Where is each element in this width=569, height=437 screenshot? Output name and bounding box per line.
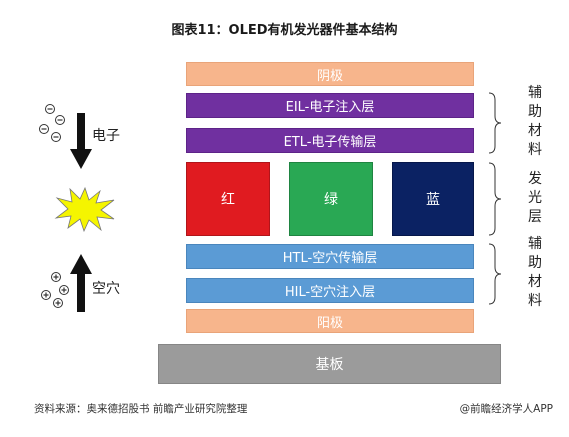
electron-symbols (39, 104, 65, 142)
source-note: 资料来源：奥来德招股书 前瞻产业研究院整理 (34, 403, 248, 415)
side-label-middle: 发光层 (528, 171, 542, 225)
substrate-layer: 基板 (158, 344, 501, 384)
brand-credit: @前瞻经济学人APP (459, 403, 553, 415)
cathode-layer: 阴极 (186, 62, 474, 86)
up-arrow-icon (70, 254, 92, 312)
brace-bottom (488, 243, 502, 305)
side-label-bottom: 辅助材料 (528, 236, 542, 309)
electron-label: 电子 (92, 128, 120, 144)
emit-red-label: 红 (221, 192, 235, 208)
anode-label: 阳极 (316, 315, 343, 331)
hil-layer: HIL-空穴注入层 (186, 278, 474, 303)
hole-label: 空穴 (92, 281, 120, 297)
watermark (12, 90, 37, 120)
cathode-label: 阴极 (316, 68, 343, 84)
etl-layer: ETL-电子传输层 (186, 128, 474, 153)
emit-green-block: 绿 (289, 162, 373, 236)
brace-top (488, 92, 502, 154)
substrate-label: 基板 (315, 357, 344, 373)
down-arrow-icon (70, 113, 92, 169)
htl-layer: HTL-空穴传输层 (186, 244, 474, 269)
hole-symbols (41, 272, 69, 308)
eil-layer: EIL-电子注入层 (186, 93, 474, 118)
etl-label: ETL-电子传输层 (283, 135, 377, 150)
emit-red-block: 红 (186, 162, 270, 236)
emit-green-label: 绿 (324, 192, 338, 208)
htl-label: HTL-空穴传输层 (282, 251, 378, 266)
starburst-icon (54, 186, 115, 232)
hil-label: HIL-空穴注入层 (284, 285, 376, 300)
brace-middle (488, 162, 502, 236)
page-title: 图表11：OLED有机发光器件基本结构 (171, 23, 398, 38)
side-label-top: 辅助材料 (528, 85, 542, 158)
emit-blue-label: 蓝 (426, 192, 440, 208)
emit-blue-block: 蓝 (392, 162, 474, 236)
eil-label: EIL-电子注入层 (285, 100, 375, 115)
anode-layer: 阳极 (186, 309, 474, 333)
